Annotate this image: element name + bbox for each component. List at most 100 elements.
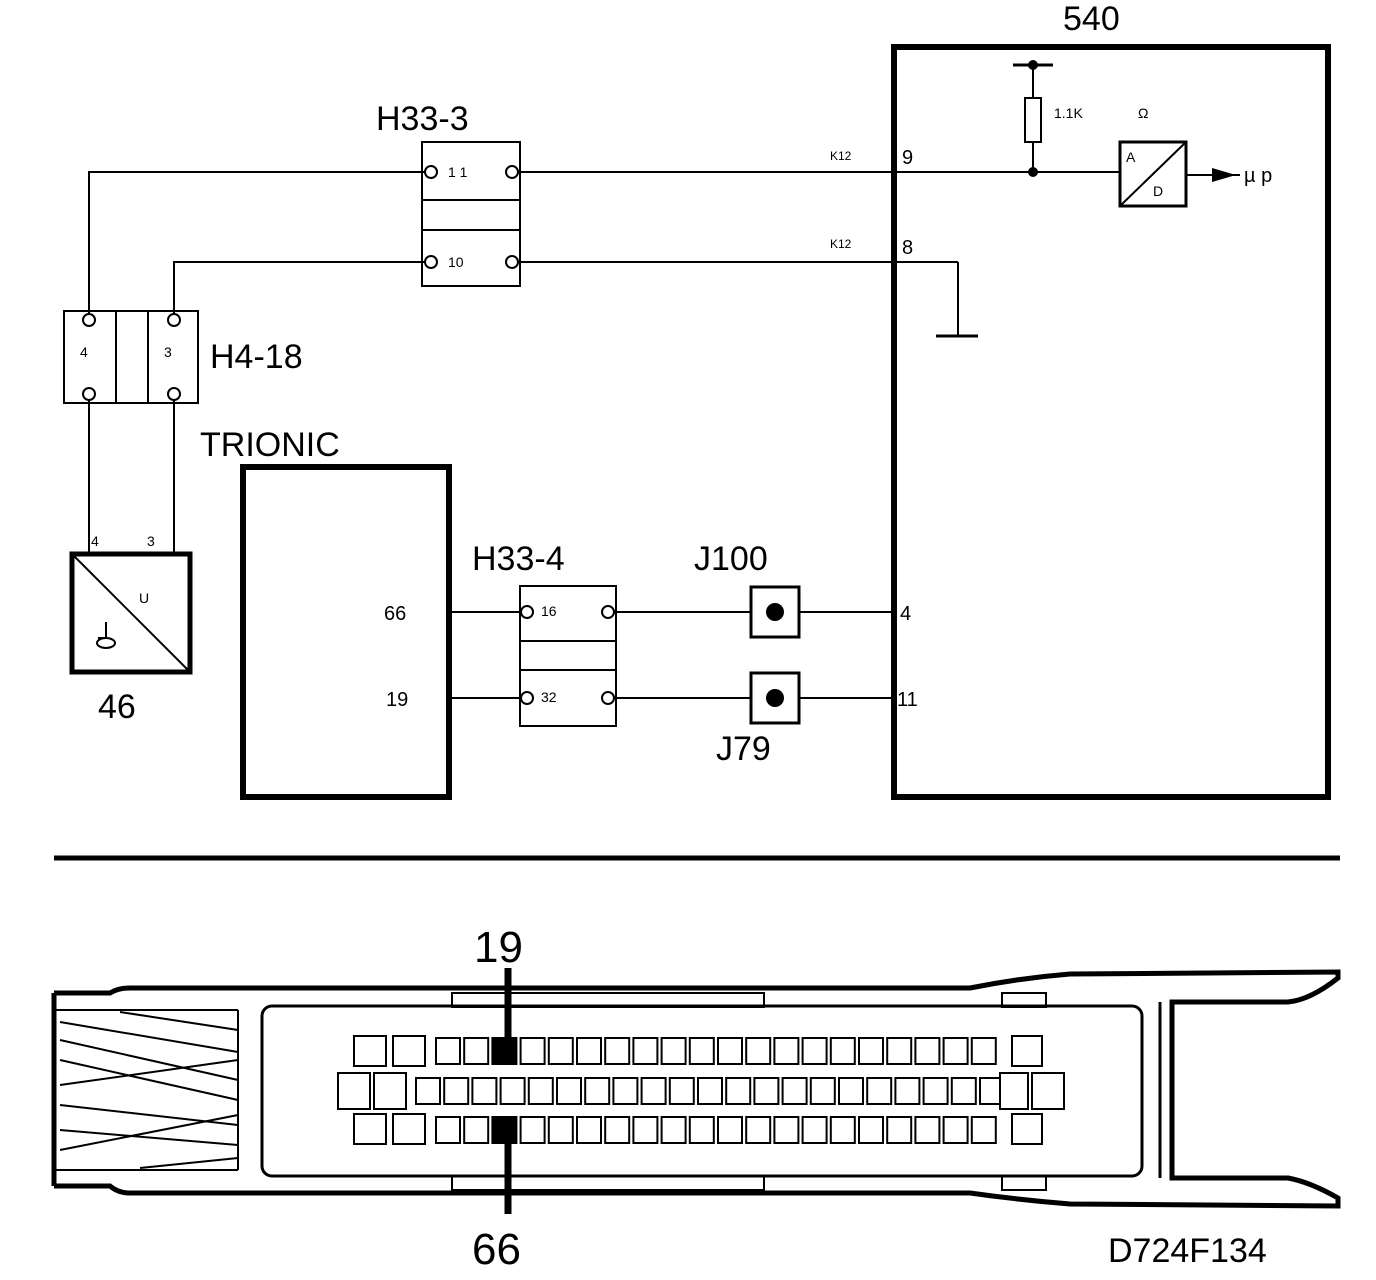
sensor-u-label: U bbox=[139, 590, 149, 606]
pin-cavity bbox=[640, 1077, 667, 1105]
pin-cavity bbox=[745, 1116, 772, 1144]
pin-cavity bbox=[547, 1037, 574, 1065]
pin-cavity bbox=[471, 1077, 498, 1105]
pin-terminal-icon bbox=[167, 313, 181, 327]
pin-cavity bbox=[576, 1116, 602, 1144]
pin-cavity bbox=[753, 1077, 780, 1105]
pin-terminal-icon bbox=[424, 255, 438, 269]
h33-3-pin-10: 10 bbox=[448, 254, 464, 270]
control-module-540-label: 540 bbox=[1063, 0, 1120, 38]
pin-cavity bbox=[999, 1072, 1029, 1110]
pin-cavity bbox=[801, 1116, 828, 1144]
pin-cavity bbox=[914, 1037, 941, 1065]
resistor-1-1k bbox=[1013, 60, 1053, 177]
pin-cavity bbox=[668, 1077, 695, 1105]
connector-h33-3-label: H33-3 bbox=[376, 100, 469, 138]
pin-19-cavity bbox=[491, 1037, 518, 1065]
h33-3-pin-11: 1 1 bbox=[448, 164, 468, 180]
pin-cavity bbox=[612, 1077, 639, 1105]
h33-4-pin-32: 32 bbox=[541, 689, 557, 705]
h4-18-pin-3: 3 bbox=[164, 344, 172, 360]
pin-cavity bbox=[745, 1037, 772, 1065]
pin-cavity bbox=[1011, 1035, 1043, 1067]
connector-h33-3 bbox=[421, 141, 521, 287]
pin-cavity bbox=[604, 1037, 631, 1065]
pin-66-cavity bbox=[491, 1116, 518, 1144]
control-module-pin-11: 11 bbox=[897, 689, 918, 711]
sensor-pin-4: 4 bbox=[91, 533, 99, 549]
pin-cavity bbox=[717, 1116, 743, 1144]
pin-cavity bbox=[604, 1116, 631, 1144]
pin-cavity bbox=[1011, 1113, 1043, 1145]
pin-cavity bbox=[773, 1037, 800, 1065]
pin-terminal-icon bbox=[520, 691, 534, 705]
pin-cavity bbox=[519, 1116, 546, 1144]
connector-h33-4-label: H33-4 bbox=[472, 540, 565, 578]
pin-cavity bbox=[688, 1116, 715, 1144]
pin-cavity bbox=[773, 1116, 800, 1144]
pin-terminal-icon bbox=[505, 165, 519, 179]
ad-converter-a-label: A bbox=[1126, 149, 1136, 165]
connector-h4-18-label: H4-18 bbox=[210, 338, 303, 376]
pin-cavity bbox=[584, 1077, 611, 1105]
wire-k12-top-label: K12 bbox=[830, 149, 852, 163]
pin-cavity bbox=[353, 1113, 387, 1145]
pressure-sensor-46-label: 46 bbox=[98, 688, 136, 726]
pin-cavity bbox=[576, 1037, 602, 1065]
pin-cavity bbox=[725, 1077, 752, 1105]
wires bbox=[88, 171, 1120, 699]
pin-cavity bbox=[660, 1037, 687, 1065]
pin-cavity bbox=[547, 1116, 574, 1144]
pin-terminal-icon bbox=[167, 387, 181, 401]
ecu-connector-drawing bbox=[51, 969, 1341, 1209]
pin-terminal-icon bbox=[601, 691, 615, 705]
control-module-540 bbox=[891, 44, 1331, 800]
pin-cavity bbox=[829, 1116, 856, 1144]
control-module-pin-9: 9 bbox=[902, 147, 913, 169]
pin-cavity bbox=[886, 1037, 913, 1065]
pin-cavity bbox=[970, 1116, 997, 1144]
pin-cavity bbox=[499, 1077, 526, 1105]
pin-cavity bbox=[914, 1116, 941, 1144]
output-arrow-icon bbox=[1186, 168, 1240, 182]
pin-terminal-icon bbox=[520, 605, 534, 619]
pin-cavity bbox=[353, 1035, 387, 1067]
pin-cavity bbox=[392, 1113, 426, 1145]
ground-icon bbox=[894, 261, 978, 338]
connector-h4-18 bbox=[63, 310, 199, 404]
pin-cavity bbox=[922, 1077, 949, 1105]
pin-cavity bbox=[970, 1037, 997, 1065]
pin-cavity bbox=[632, 1037, 659, 1065]
connector-pin-19-label: 19 bbox=[474, 923, 523, 972]
pin-cavity bbox=[942, 1116, 969, 1144]
control-module-pin-8: 8 bbox=[902, 237, 913, 259]
pressure-sensor-46 bbox=[69, 551, 193, 675]
trionic-pin-19: 19 bbox=[386, 689, 408, 711]
pin-cavity bbox=[858, 1116, 884, 1144]
junction-j100-label: J100 bbox=[694, 540, 768, 578]
wire-k12-bottom-label: K12 bbox=[830, 237, 852, 251]
omega-label: Ω bbox=[1138, 105, 1148, 121]
pin-cavity bbox=[894, 1077, 921, 1105]
trionic-label: TRIONIC bbox=[200, 426, 340, 464]
pin-cavity bbox=[950, 1077, 977, 1105]
pin-cavity bbox=[463, 1116, 490, 1144]
pin-cavity bbox=[942, 1037, 969, 1065]
trionic-ecu bbox=[240, 464, 452, 800]
microprocessor-label: µ p bbox=[1244, 165, 1272, 187]
pin-cavity bbox=[866, 1077, 893, 1105]
pin-cavity bbox=[443, 1077, 470, 1105]
pin-cavity bbox=[527, 1077, 554, 1105]
pin-cavity bbox=[392, 1035, 426, 1067]
pin-cavity bbox=[1031, 1072, 1065, 1110]
pin-terminal-icon bbox=[424, 165, 438, 179]
pin-cavity bbox=[838, 1077, 864, 1105]
h33-4-pin-16: 16 bbox=[541, 603, 557, 619]
sensor-pin-3: 3 bbox=[147, 533, 155, 549]
pin-cavity bbox=[463, 1037, 490, 1065]
pin-terminal-icon bbox=[505, 255, 519, 269]
control-module-pin-4: 4 bbox=[900, 603, 911, 625]
pin-cavity bbox=[435, 1037, 461, 1065]
resistor-value-label: 1.1K bbox=[1054, 105, 1083, 121]
junction-dot-icon bbox=[766, 689, 784, 707]
